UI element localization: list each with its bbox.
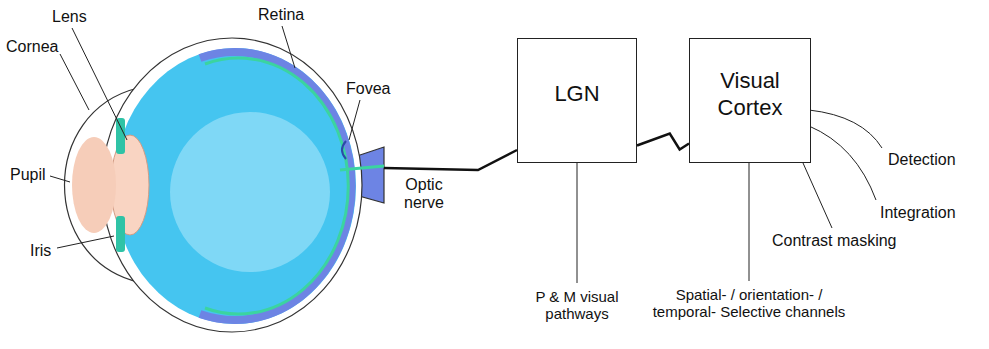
leader-line xyxy=(57,236,114,248)
process-box: Visual Cortex xyxy=(689,38,811,163)
connector-line xyxy=(637,134,689,150)
function-label: Detection xyxy=(888,151,956,169)
optic-nerve-wire xyxy=(384,150,517,170)
channel-label: Spatial- / orientation- / temporal- Sele… xyxy=(649,286,849,321)
box-label: LGN xyxy=(554,81,599,107)
fovea-pit xyxy=(342,141,346,159)
function-label: Integration xyxy=(880,204,956,222)
part-label: Cornea xyxy=(6,38,58,56)
part-label: Lens xyxy=(52,8,87,26)
leader-line xyxy=(282,26,295,68)
iris-upper xyxy=(116,118,125,154)
leader-line xyxy=(50,176,70,182)
iris-lower xyxy=(116,216,125,252)
leader-line xyxy=(749,163,750,281)
leader-line xyxy=(349,100,360,140)
part-label: Optic nerve xyxy=(392,176,456,213)
leader-line xyxy=(809,110,882,148)
function-label: Contrast masking xyxy=(772,232,897,250)
sclera xyxy=(102,38,362,332)
leader-line xyxy=(577,163,578,283)
box-label: Visual Cortex xyxy=(698,68,802,121)
process-box: LGN xyxy=(517,38,637,163)
vitreous-body xyxy=(170,112,330,272)
eyeball-interior xyxy=(114,48,356,324)
nerve-fibre xyxy=(340,166,384,170)
leader-line xyxy=(60,54,89,110)
leader-line xyxy=(809,126,876,200)
leader-line xyxy=(72,28,127,140)
part-label: Retina xyxy=(258,6,304,24)
leader-line xyxy=(803,163,832,228)
part-label: Pupil xyxy=(10,166,46,184)
pathway-label: P & M visual pathways xyxy=(517,288,637,323)
part-label: Iris xyxy=(30,242,51,260)
pupil-area xyxy=(72,137,116,233)
part-label: Fovea xyxy=(346,80,390,98)
